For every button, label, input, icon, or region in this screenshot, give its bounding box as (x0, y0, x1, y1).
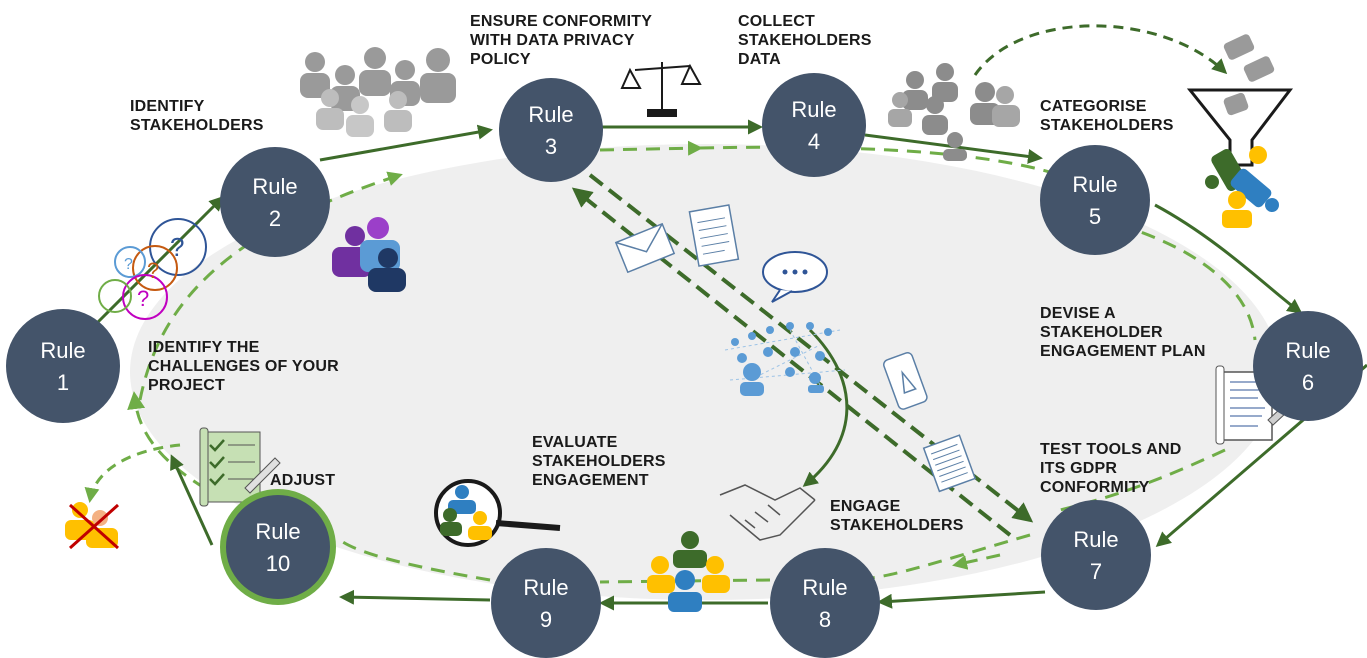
svg-text:?: ? (137, 286, 149, 311)
rule-6-node: Rule 6 (1253, 311, 1363, 421)
collect-to-funnel-arrow (973, 24, 1228, 76)
svg-text:?: ? (124, 256, 133, 273)
step-ensure-conformity: ENSURE CONFORMITY WITH DATA PRIVACY POLI… (470, 13, 653, 68)
funnel-icon (1186, 34, 1294, 228)
step-identify-challenges: IDENTIFY THE CHALLENGES OF YOUR PROJECT (148, 339, 339, 394)
step-test-tools: TEST TOOLS AND ITS GDPR CONFORMITY (1040, 441, 1182, 496)
crowd-icon (300, 47, 456, 137)
step-identify-stakeholders: IDENTIFY STAKEHOLDERS (130, 98, 264, 134)
cycle-background (130, 144, 1280, 600)
magnifier-icon (434, 479, 561, 547)
step-evaluate: EVALUATE STAKEHOLDERS ENGAGEMENT (532, 434, 666, 489)
mobile-icon (883, 352, 928, 410)
question-marks-icon: ? ? ? ? (98, 218, 207, 320)
envelope-icon (614, 222, 676, 274)
svg-text:7: 7 (1090, 559, 1102, 584)
svg-text:5: 5 (1089, 204, 1101, 229)
svg-text:Rule: Rule (802, 575, 847, 600)
svg-text:Rule: Rule (40, 338, 85, 363)
svg-text:1: 1 (57, 370, 69, 395)
rule-2-node: Rule 2 (220, 147, 330, 257)
inner-feedback-loop (127, 140, 1257, 584)
svg-text:8: 8 (819, 607, 831, 632)
rule-4-node: Rule 4 (762, 73, 866, 177)
svg-text:4: 4 (808, 129, 820, 154)
svg-text:2: 2 (269, 206, 281, 231)
document-icon (688, 204, 740, 267)
rule-9-node: Rule 9 (491, 548, 601, 658)
svg-text:?: ? (147, 258, 159, 283)
newsletter-icon (922, 434, 977, 493)
step-devise-plan: DEVISE A STAKEHOLDER ENGAGEMENT PLAN (1040, 305, 1206, 360)
handshake-icon (719, 484, 816, 541)
checklist-icon (199, 427, 281, 507)
svg-text:Rule: Rule (1285, 338, 1330, 363)
svg-text:10: 10 (266, 551, 290, 576)
svg-text:9: 9 (540, 607, 552, 632)
step-engage: ENGAGE STAKEHOLDERS (830, 498, 964, 534)
rule-1-node: Rule 1 (6, 309, 120, 423)
step-adjust: ADJUST (270, 472, 336, 489)
engage-curve-arrow (802, 328, 849, 487)
scale-icon (620, 62, 702, 117)
rule-3-node: Rule 3 (499, 78, 603, 182)
rule-10-node: Rule 10 (220, 489, 336, 605)
rule-5-node: Rule 5 (1040, 145, 1150, 255)
svg-text:3: 3 (545, 134, 557, 159)
rule-8-node: Rule 8 (770, 548, 880, 658)
svg-text:Rule: Rule (1073, 527, 1118, 552)
svg-text:Rule: Rule (1072, 172, 1117, 197)
step-collect-data: COLLECT STAKEHOLDERS DATA (738, 13, 872, 68)
colored-people-icon (647, 531, 730, 612)
chat-bubble-icon (762, 251, 828, 303)
svg-text:6: 6 (1302, 370, 1314, 395)
rejected-person-icon (65, 502, 120, 550)
team-icon (332, 217, 406, 292)
people-group-icon (888, 63, 1020, 161)
svg-text:Rule: Rule (523, 575, 568, 600)
svg-text:Rule: Rule (528, 102, 573, 127)
svg-text:Rule: Rule (252, 174, 297, 199)
adjust-discard-arrow (84, 443, 181, 503)
network-icon (724, 322, 846, 396)
rule-7-node: Rule 7 (1041, 500, 1151, 610)
step-categorise: CATEGORISE STAKEHOLDERS (1040, 98, 1174, 134)
svg-text:Rule: Rule (791, 97, 836, 122)
svg-text:Rule: Rule (255, 519, 300, 544)
svg-text:?: ? (170, 232, 184, 262)
